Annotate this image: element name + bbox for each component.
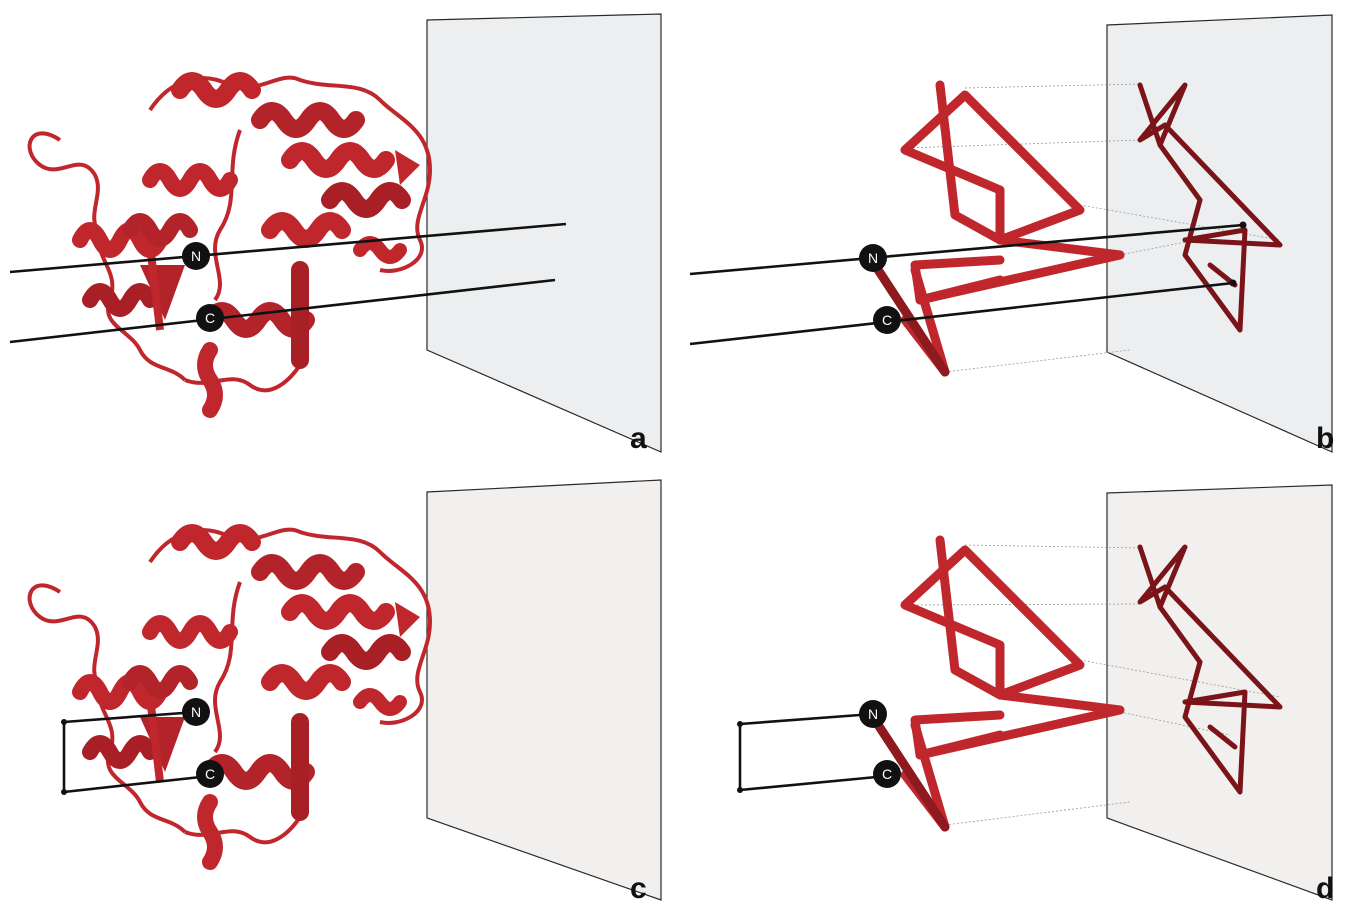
closure-corner-dot <box>737 787 743 793</box>
closure-corner-dot <box>737 721 743 727</box>
c-terminus-marker: C <box>196 304 224 332</box>
closure-corner-dot <box>61 719 67 725</box>
panel-label: d <box>1316 872 1334 905</box>
n-terminus-marker: N <box>182 242 210 270</box>
svg-text:C: C <box>882 766 892 782</box>
projection-plane <box>426 479 662 901</box>
closure-corner-dot <box>61 789 67 795</box>
c-terminus-marker: C <box>873 760 901 788</box>
panel-a: N C a <box>9 13 662 455</box>
protein-backbone-tube <box>873 85 1120 372</box>
n-terminus-marker: N <box>859 700 887 728</box>
protein-ribbon <box>30 78 430 410</box>
projected-n-endpoint <box>1239 221 1247 229</box>
closure-path <box>62 710 211 794</box>
panel-label: c <box>630 872 647 905</box>
protein-backbone-tube <box>873 540 1120 827</box>
c-terminus-extension-line <box>689 281 1234 346</box>
svg-text:N: N <box>191 248 201 264</box>
n-terminus-extension-line <box>9 222 567 274</box>
projected-c-endpoint <box>1229 279 1237 287</box>
c-terminus-marker: C <box>196 760 224 788</box>
projection-plane <box>426 13 662 453</box>
c-terminus-extension-line <box>9 278 556 344</box>
svg-text:N: N <box>868 250 878 266</box>
panel-b: N C b <box>689 14 1334 455</box>
svg-text:C: C <box>205 310 215 326</box>
panel-d: N C d <box>737 484 1334 905</box>
panel-label: b <box>1316 422 1334 455</box>
svg-text:N: N <box>191 704 201 720</box>
protein-ribbon <box>30 530 430 862</box>
svg-text:N: N <box>868 706 878 722</box>
c-terminus-marker: C <box>873 306 901 334</box>
svg-text:C: C <box>882 312 892 328</box>
closure-path <box>738 712 888 792</box>
n-terminus-marker: N <box>859 244 887 272</box>
panel-label: a <box>630 422 647 455</box>
n-terminus-extension-line <box>689 223 1244 276</box>
panel-c: N C c <box>30 479 662 905</box>
n-terminus-marker: N <box>182 698 210 726</box>
svg-text:C: C <box>205 766 215 782</box>
